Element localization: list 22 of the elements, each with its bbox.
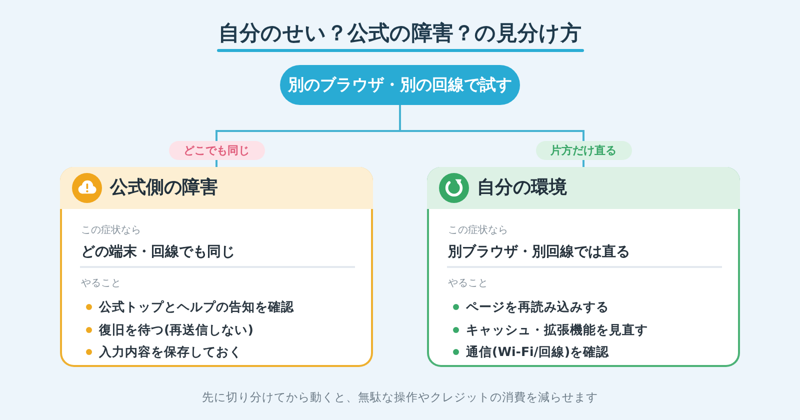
process-pill: 別のブラウザ・別の回線で試す xyxy=(280,65,520,105)
footnote-text: 先に切り分けてから動くと、無駄な操作やクレジットの消費を減らせます xyxy=(202,389,598,405)
section-label: やること xyxy=(448,277,488,291)
section-label: この症状なら xyxy=(81,224,141,238)
section-label: やること xyxy=(81,277,121,291)
edge-label: どこでも同じ xyxy=(168,140,264,160)
list-item-text: 入力内容を保存しておく xyxy=(99,343,242,362)
edge-label: 片方だけ直る xyxy=(536,140,632,160)
list-item-text: キャッシュ・拡張機能を見直す xyxy=(466,320,648,339)
section-label: この症状なら xyxy=(448,224,508,238)
result-card xyxy=(427,167,740,367)
card-title: 公式側の障害 xyxy=(110,176,218,200)
result-card xyxy=(60,167,373,367)
list-item-text: 公式トップとヘルプの告知を確認 xyxy=(99,298,294,316)
card-title: 自分の環境 xyxy=(477,176,567,200)
list-item-text: 通信(Wi-Fi/回線)を確認 xyxy=(466,343,610,362)
connector-line xyxy=(399,105,584,167)
list-item-text: ページを再読み込みする xyxy=(466,298,609,316)
list-item-text: 復旧を待つ(再送信しない) xyxy=(99,320,254,339)
symptom-text: 別ブラウザ・別回線では直る xyxy=(448,243,630,262)
diagram-title: 自分のせい？公式の障害？の見分け方 xyxy=(218,20,582,47)
symptom-text: どの端末・回線でも同じ xyxy=(81,243,235,262)
